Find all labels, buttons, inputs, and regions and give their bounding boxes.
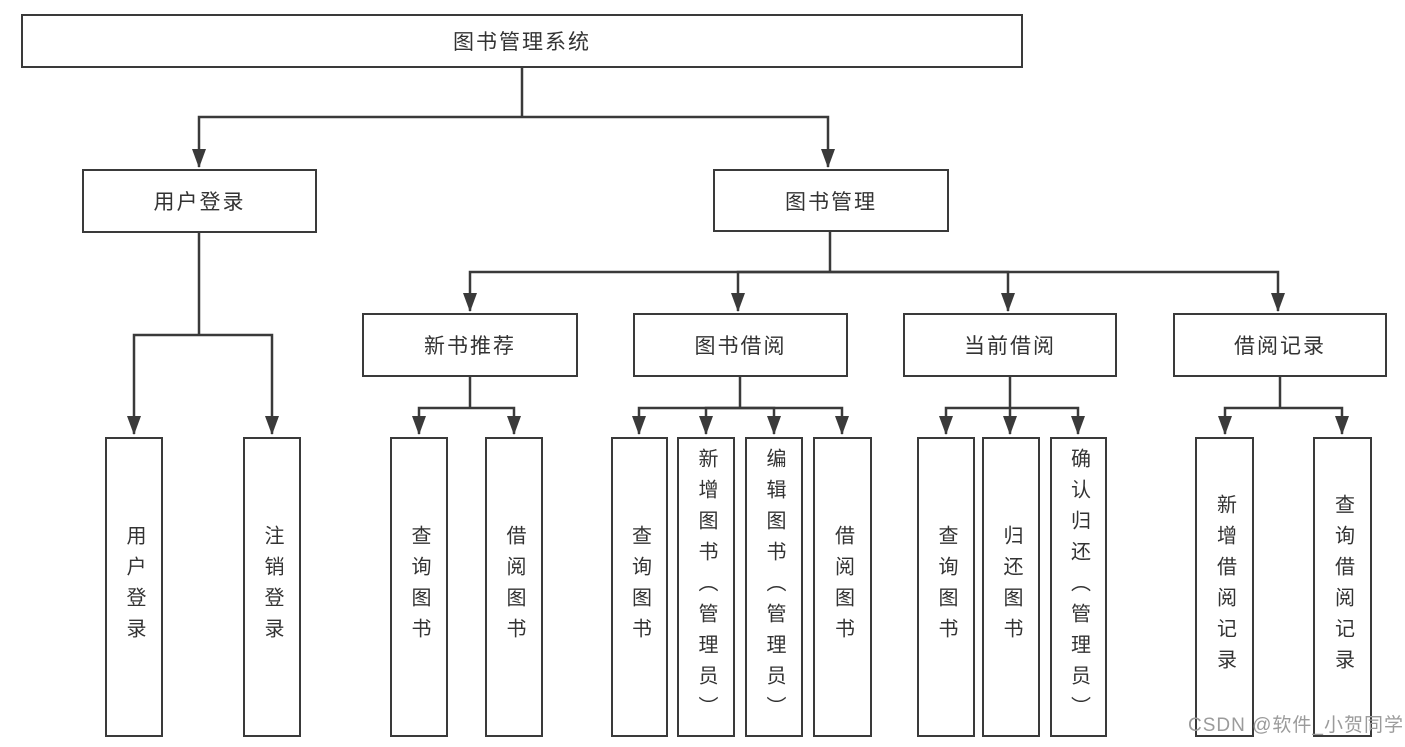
leaf-logout-label: 注销登录 bbox=[261, 525, 283, 649]
leaf-add-borrow-record-label: 新增借阅记录 bbox=[1213, 494, 1236, 680]
leaf-add-book-admin-label: 新增图书（管理员） bbox=[695, 447, 717, 727]
node-book-borrowing: 图书借阅 bbox=[633, 313, 848, 377]
leaf-borrow-books-recommend-label: 借阅图书 bbox=[503, 525, 525, 649]
leaf-confirm-return-admin-label: 确认归还（管理员） bbox=[1067, 447, 1090, 727]
leaf-borrow-books-borrowing-label: 借阅图书 bbox=[831, 525, 854, 649]
leaf-return-books-label: 归还图书 bbox=[1000, 525, 1022, 649]
node-new-book-recommend-label: 新书推荐 bbox=[424, 335, 516, 358]
leaf-borrow-books-recommend: 借阅图书 bbox=[485, 437, 543, 737]
csdn-watermark: CSDN @软件_小贺同学 bbox=[1188, 715, 1404, 736]
leaf-return-books: 归还图书 bbox=[982, 437, 1040, 737]
node-borrow-records: 借阅记录 bbox=[1173, 313, 1387, 377]
leaf-user-login-label: 用户登录 bbox=[123, 525, 145, 649]
leaf-query-books-current-label: 查询图书 bbox=[935, 525, 957, 649]
node-book-management: 图书管理 bbox=[713, 169, 949, 232]
node-current-borrowing-label: 当前借阅 bbox=[964, 335, 1056, 358]
leaf-query-books-borrowing-label: 查询图书 bbox=[628, 525, 651, 649]
node-user-login-label: 用户登录 bbox=[153, 191, 246, 214]
leaf-query-books-recommend-label: 查询图书 bbox=[408, 525, 430, 649]
node-current-borrowing: 当前借阅 bbox=[903, 313, 1117, 377]
leaf-add-book-admin: 新增图书（管理员） bbox=[677, 437, 735, 737]
leaf-logout: 注销登录 bbox=[243, 437, 301, 737]
leaf-query-borrow-record: 查询借阅记录 bbox=[1313, 437, 1372, 737]
leaf-borrow-books-borrowing: 借阅图书 bbox=[813, 437, 872, 737]
leaf-add-borrow-record: 新增借阅记录 bbox=[1195, 437, 1254, 737]
node-new-book-recommend: 新书推荐 bbox=[362, 313, 578, 377]
node-root-label: 图书管理系统 bbox=[453, 31, 591, 54]
node-book-management-label: 图书管理 bbox=[785, 190, 877, 214]
leaf-user-login: 用户登录 bbox=[105, 437, 163, 737]
leaf-query-borrow-record-label: 查询借阅记录 bbox=[1331, 494, 1354, 680]
leaf-edit-book-admin-label: 编辑图书（管理员） bbox=[763, 447, 785, 727]
leaf-query-books-recommend: 查询图书 bbox=[390, 437, 448, 737]
node-borrow-records-label: 借阅记录 bbox=[1234, 335, 1326, 358]
node-user-login: 用户登录 bbox=[82, 169, 317, 233]
leaf-query-books-current: 查询图书 bbox=[917, 437, 975, 737]
leaf-query-books-borrowing: 查询图书 bbox=[611, 437, 668, 737]
leaf-confirm-return-admin: 确认归还（管理员） bbox=[1050, 437, 1107, 737]
node-book-borrowing-label: 图书借阅 bbox=[694, 335, 787, 358]
node-root: 图书管理系统 bbox=[21, 14, 1023, 68]
leaf-edit-book-admin: 编辑图书（管理员） bbox=[745, 437, 803, 737]
